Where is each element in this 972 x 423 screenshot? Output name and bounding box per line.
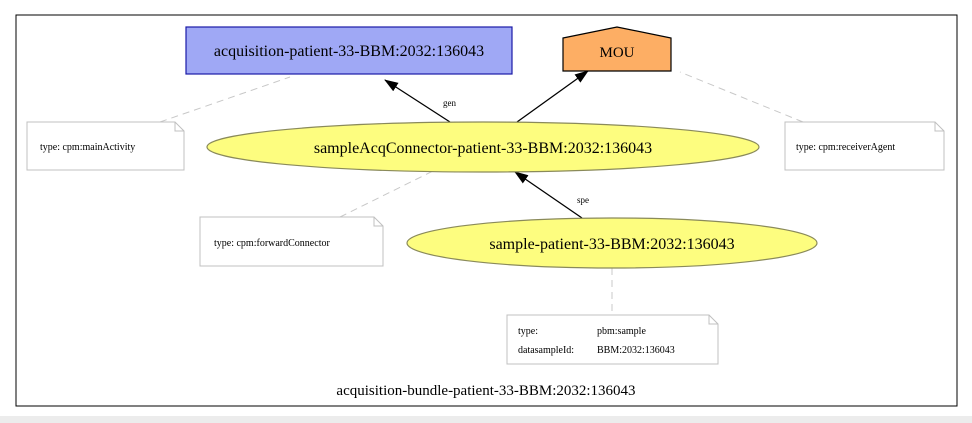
edge-gen (384, 79, 451, 123)
note-activity (26, 121, 185, 171)
note-link-agent (679, 71, 804, 123)
note-sample-key1: type: (518, 326, 538, 337)
bundle-frame (15, 14, 958, 407)
note-activity-fold (174, 122, 184, 132)
edge-spe (514, 171, 583, 219)
agent-node-label: MOU (599, 45, 634, 61)
note-connector (199, 216, 384, 267)
note-activity-text: type: cpm:mainActivity (40, 142, 135, 153)
note-agent (784, 121, 945, 171)
edge-label-spe: spe (577, 195, 589, 205)
agent-node[interactable] (562, 26, 672, 72)
note-link-activity (159, 76, 291, 123)
note-sample-val2: BBM:2032:136043 (597, 345, 675, 356)
note-sample (506, 314, 719, 365)
note-sample-key2: datasampleId: (518, 345, 574, 356)
sample-node[interactable] (406, 217, 818, 269)
connector-node[interactable] (206, 121, 760, 173)
note-agent-fold (934, 122, 944, 132)
activity-node-label: acquisition-patient-33-BBM:2032:136043 (214, 43, 484, 60)
note-connector-fold (373, 217, 383, 227)
note-sample-fold (708, 315, 718, 325)
note-connector-text: type: cpm:forwardConnector (214, 238, 330, 249)
edge-att (516, 70, 589, 123)
note-sample-val1: pbm:sample (597, 326, 646, 337)
note-link-connector (339, 169, 436, 218)
activity-node[interactable] (185, 26, 513, 75)
sample-node-label: sample-patient-33-BBM:2032:136043 (489, 236, 734, 253)
bottom-bar (0, 416, 972, 423)
bundle-label: acquisition-bundle-patient-33-BBM:2032:1… (336, 383, 635, 399)
connector-node-label: sampleAcqConnector-patient-33-BBM:2032:1… (314, 140, 652, 157)
note-agent-text: type: cpm:receiverAgent (796, 142, 895, 153)
edge-label-gen: gen (443, 98, 456, 108)
